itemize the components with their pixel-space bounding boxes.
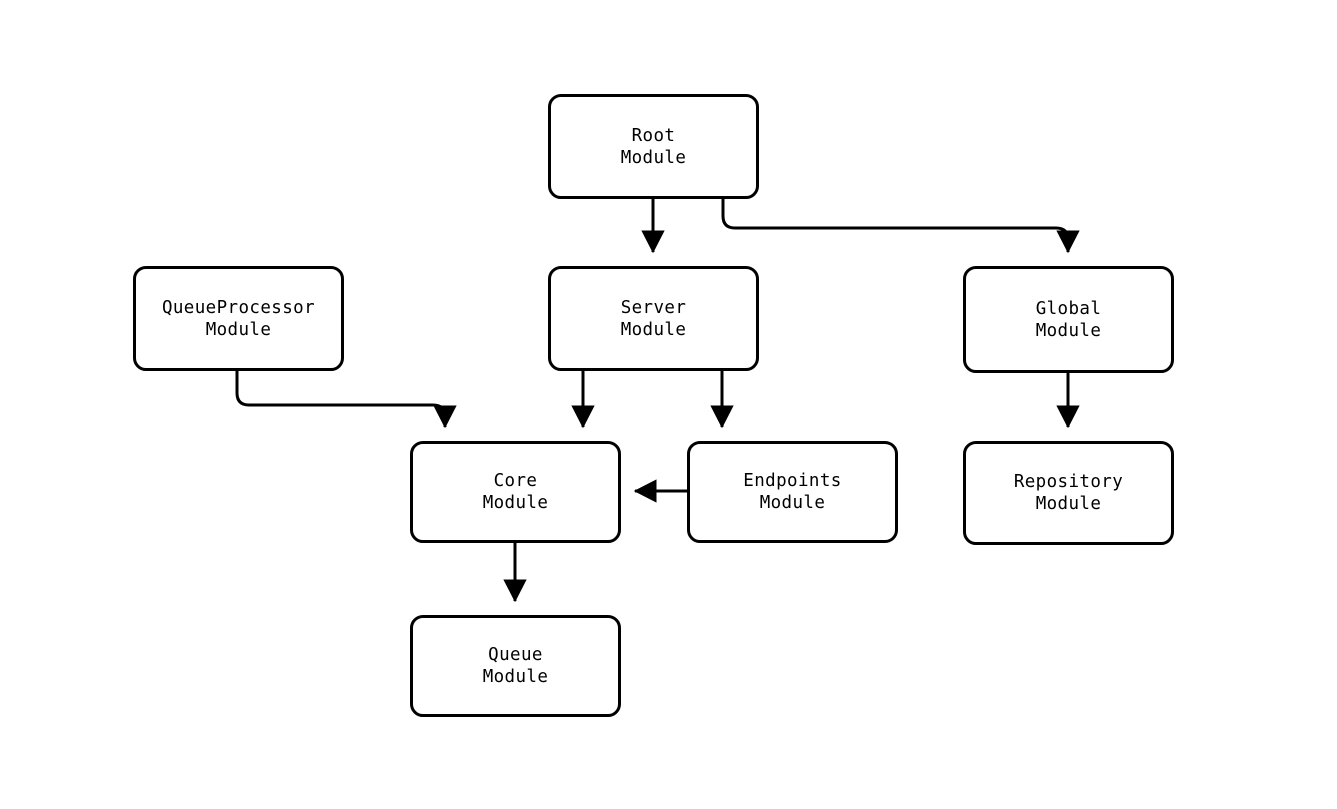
node-repository[interactable]: Repository Module	[963, 441, 1174, 545]
node-root-line2: Module	[620, 147, 687, 168]
node-queueprocessor[interactable]: QueueProcessor Module	[133, 266, 344, 371]
node-server-line2: Module	[620, 319, 687, 340]
node-queue[interactable]: Queue Module	[410, 615, 621, 717]
node-endpoints[interactable]: Endpoints Module	[687, 441, 898, 543]
node-global-line2: Module	[1035, 320, 1102, 341]
node-endpoints-line2: Module	[759, 493, 826, 513]
node-global-line1: Global	[1035, 298, 1102, 319]
node-root[interactable]: Root Module	[548, 94, 759, 199]
node-global[interactable]: Global Module	[963, 266, 1174, 373]
node-root-line1: Root	[631, 125, 676, 146]
node-core-line1: Core	[493, 471, 538, 491]
node-queueprocessor-line2: Module	[205, 319, 272, 340]
node-queue-line1: Queue	[488, 645, 543, 665]
node-server[interactable]: Server Module	[548, 266, 759, 371]
node-repository-line2: Module	[1035, 494, 1102, 514]
node-endpoints-line1: Endpoints	[743, 471, 842, 491]
node-queue-line2: Module	[482, 667, 549, 687]
edge-queueprocessor-to-core	[235, 371, 457, 429]
node-repository-line1: Repository	[1013, 472, 1124, 492]
node-core-line2: Module	[482, 493, 549, 513]
node-queueprocessor-line1: QueueProcessor	[161, 297, 316, 318]
edge-root-to-global	[721, 199, 1080, 254]
node-core[interactable]: Core Module	[410, 441, 621, 543]
node-server-line1: Server	[620, 297, 687, 318]
